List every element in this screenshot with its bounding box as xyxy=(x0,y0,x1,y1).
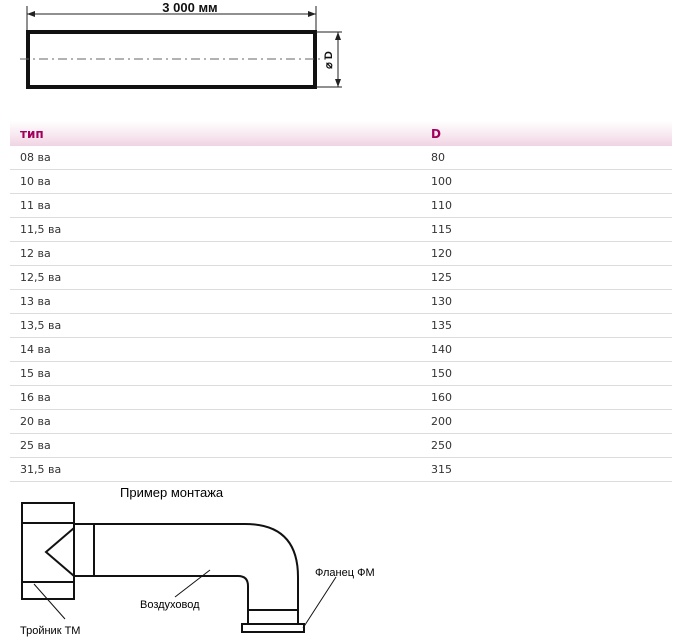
cell-type: 10 ва xyxy=(20,175,51,188)
cell-type: 11,5 ва xyxy=(20,223,62,236)
installation-diagram xyxy=(21,502,337,633)
cell-type: 14 ва xyxy=(20,343,51,356)
installation-title: Пример монтажа xyxy=(120,485,224,500)
cell-diameter: 115 xyxy=(431,223,452,236)
table-row: 13 ва 130 xyxy=(10,290,672,314)
cell-type: 11 ва xyxy=(20,199,51,212)
cell-type: 16 ва xyxy=(20,391,51,404)
cell-diameter: 150 xyxy=(431,367,452,380)
cell-type: 08 ва xyxy=(20,151,51,164)
duct-section xyxy=(73,523,299,624)
table-row: 13,5 ва 135 xyxy=(10,314,672,338)
cell-type: 13,5 ва xyxy=(20,319,62,332)
cell-diameter: 160 xyxy=(431,391,452,404)
table-row: 11,5 ва 115 xyxy=(10,218,672,242)
duct-diagram: ⌀ D xyxy=(20,6,342,89)
table-row: 12,5 ва 125 xyxy=(10,266,672,290)
cell-diameter: 200 xyxy=(431,415,452,428)
cell-type: 20 ва xyxy=(20,415,51,428)
tee-label: Тройник ТМ xyxy=(20,625,81,637)
cell-diameter: 250 xyxy=(431,439,452,452)
diameter-label: ⌀ D xyxy=(323,51,335,69)
arrow-up-icon xyxy=(335,32,341,40)
tee-leader-line xyxy=(33,583,66,620)
flange-leader-line xyxy=(302,576,337,629)
arrow-down-icon xyxy=(335,79,341,87)
table-row: 10 ва 100 xyxy=(10,170,672,194)
tee-fitting xyxy=(21,502,75,600)
duct-drawing: ⌀ D 3 000 мм xyxy=(0,0,360,112)
arrow-right-icon xyxy=(308,11,316,17)
duct-leader-line xyxy=(174,569,211,598)
cell-diameter: 135 xyxy=(431,319,452,332)
cell-type: 13 ва xyxy=(20,295,51,308)
table-row: 08 ва 80 xyxy=(10,146,672,170)
table-row: 31,5 ва 315 xyxy=(10,458,672,482)
duct-label: Воздуховод xyxy=(140,599,200,611)
header-type: тип xyxy=(20,126,44,141)
cell-diameter: 125 xyxy=(431,271,452,284)
table-row: 15 ва 150 xyxy=(10,362,672,386)
flange-label: Фланец ФМ xyxy=(315,567,375,579)
cell-diameter: 120 xyxy=(431,247,452,260)
cell-diameter: 110 xyxy=(431,199,452,212)
length-label: 3 000 мм xyxy=(162,0,218,15)
arrow-left-icon xyxy=(27,11,35,17)
cell-diameter: 140 xyxy=(431,343,452,356)
table-header: тип D xyxy=(10,121,672,146)
cell-type: 25 ва xyxy=(20,439,51,452)
cell-diameter: 80 xyxy=(431,151,445,164)
header-diameter: D xyxy=(431,126,441,141)
cell-type: 12 ва xyxy=(20,247,51,260)
installation-example: Пример монтажа Воздуховод Фланец ФМ Трой… xyxy=(0,482,420,639)
table-row: 12 ва 120 xyxy=(10,242,672,266)
table-row: 14 ва 140 xyxy=(10,338,672,362)
cell-type: 15 ва xyxy=(20,367,51,380)
cell-diameter: 315 xyxy=(431,463,452,476)
cell-diameter: 100 xyxy=(431,175,452,188)
cell-type: 12,5 ва xyxy=(20,271,62,284)
cell-type: 31,5 ва xyxy=(20,463,62,476)
cell-diameter: 130 xyxy=(431,295,452,308)
table-row: 25 ва 250 xyxy=(10,434,672,458)
flange-fitting xyxy=(241,623,305,633)
table-row: 11 ва 110 xyxy=(10,194,672,218)
table-row: 20 ва 200 xyxy=(10,410,672,434)
table-row: 16 ва 160 xyxy=(10,386,672,410)
